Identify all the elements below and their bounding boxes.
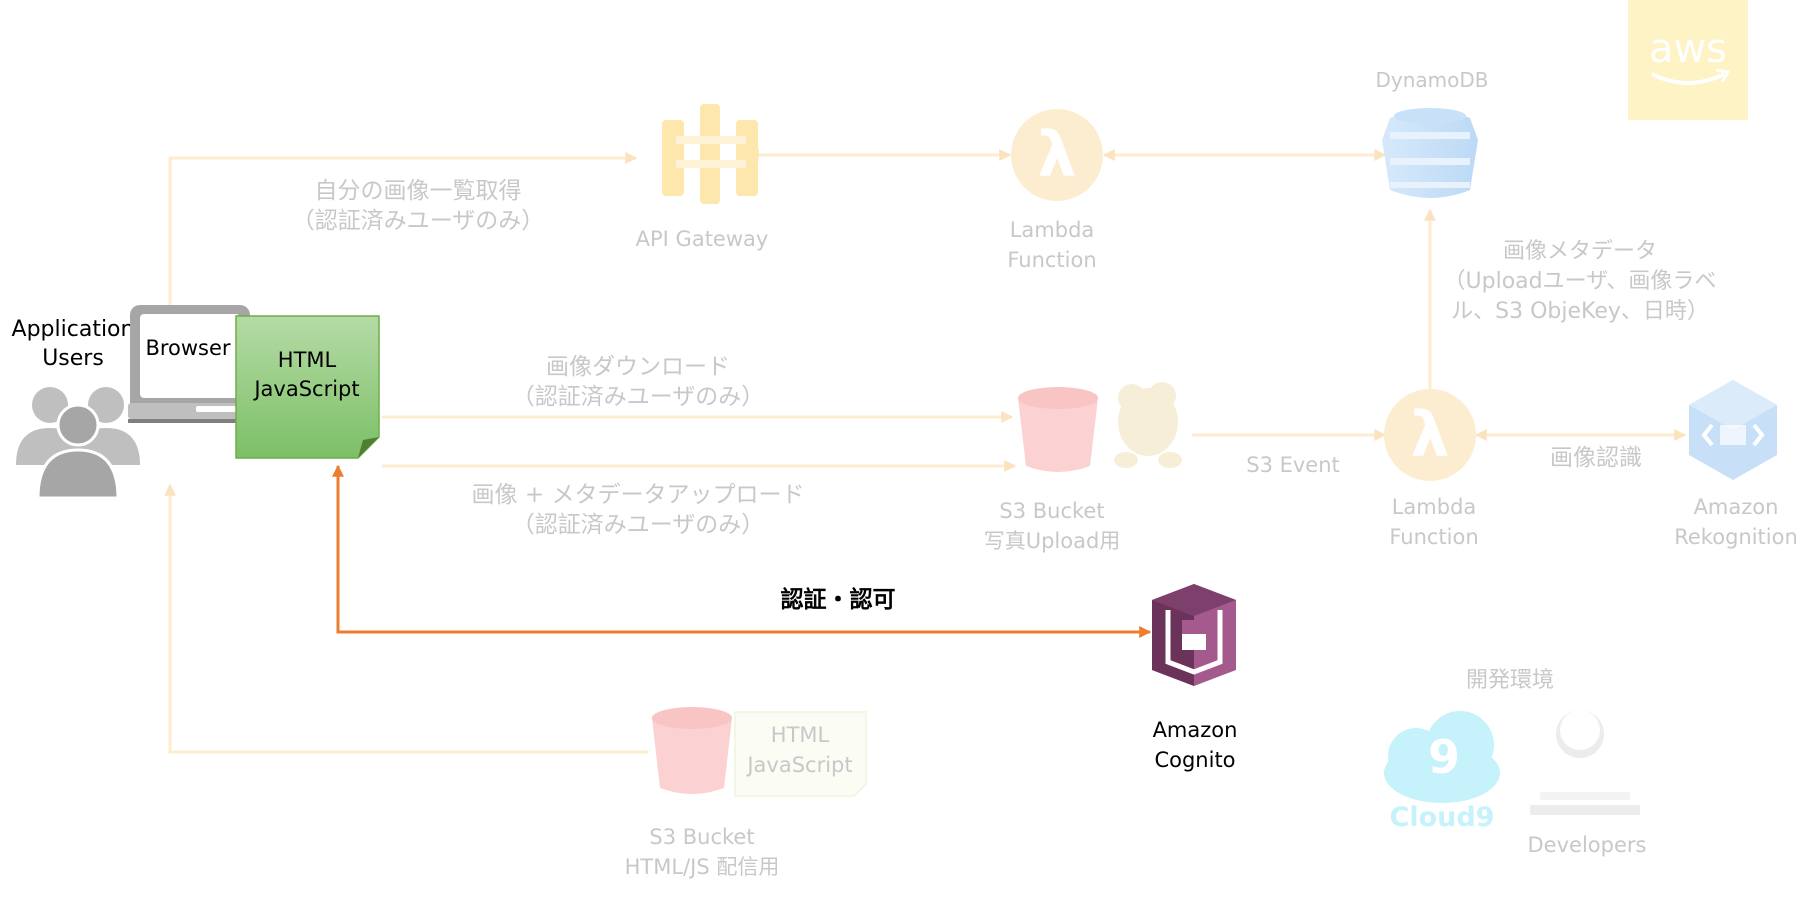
s3-upload-bucket-icon bbox=[1018, 387, 1098, 472]
svg-text:9: 9 bbox=[1428, 730, 1460, 784]
users-icon bbox=[16, 387, 140, 500]
s3-event-label: S3 Event bbox=[1246, 453, 1340, 477]
photo-dog-icon bbox=[1114, 382, 1182, 468]
html-js-s3-document-icon bbox=[734, 711, 867, 797]
rekognition-icon bbox=[1689, 380, 1777, 480]
developers-label: Developers bbox=[1528, 833, 1647, 857]
cloud9-label: Cloud9 bbox=[1390, 802, 1495, 833]
html-js-document-icon bbox=[235, 315, 380, 459]
arrow-browser-api bbox=[164, 152, 638, 337]
auth-label: 認証・認可 bbox=[781, 586, 896, 613]
dynamodb-label: DynamoDB bbox=[1375, 68, 1488, 92]
cloud9-icon: 9 bbox=[1384, 711, 1500, 803]
aws-logo-text: aws bbox=[1649, 26, 1727, 72]
browser-icon bbox=[128, 305, 252, 423]
dev-env-label: 開発環境 bbox=[1466, 668, 1554, 693]
svg-text:λ: λ bbox=[1410, 398, 1449, 471]
browser-label: Browser bbox=[145, 336, 230, 360]
api-gateway-label: API Gateway bbox=[636, 227, 769, 251]
s3-html-bucket-icon bbox=[652, 707, 732, 794]
rekognition-edge-label: 画像認識 bbox=[1550, 445, 1642, 471]
dynamodb-icon bbox=[1382, 108, 1478, 198]
svg-text:λ: λ bbox=[1037, 118, 1076, 191]
arrow-s3html-browser bbox=[164, 483, 648, 754]
api-gateway-icon bbox=[662, 104, 758, 204]
lambda-top-icon: λ bbox=[1011, 109, 1103, 201]
cognito-icon bbox=[1152, 584, 1236, 686]
download-label: 画像ダウンロード（認証済みユーザのみ） bbox=[512, 354, 765, 410]
metadata-label: 画像メタデータ（Uploadユーザ、画像ラベル、S3 ObjeKey、日時） bbox=[1444, 239, 1717, 324]
upload-label: 画像 + メタデータアップロード（認証済みユーザのみ） bbox=[472, 482, 805, 538]
auth-arrow bbox=[332, 464, 1152, 638]
aws-logo: aws bbox=[1628, 0, 1748, 120]
list-images-label: 自分の画像一覧取得（認証済みユーザのみ） bbox=[292, 178, 545, 234]
lambda-right-icon: λ bbox=[1384, 389, 1476, 481]
